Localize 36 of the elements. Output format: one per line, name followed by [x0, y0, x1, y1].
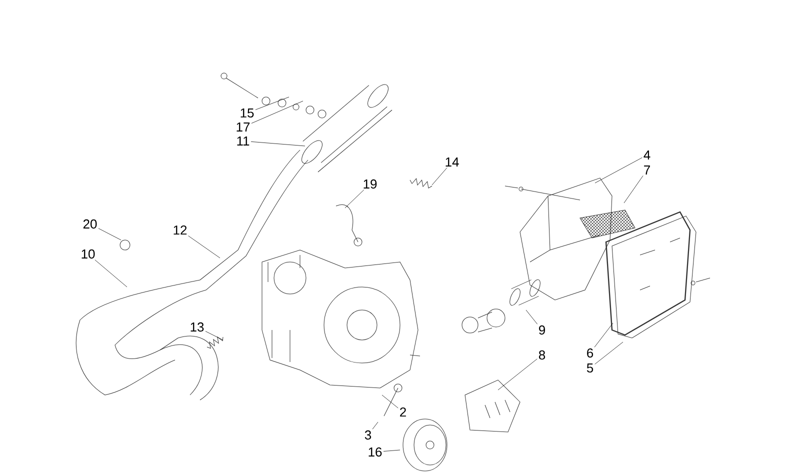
callout-number: 2: [400, 407, 406, 417]
leader-line: [372, 422, 378, 430]
leader-line: [382, 394, 398, 408]
callout-number: 14: [446, 158, 459, 166]
leader-line: [251, 100, 304, 124]
leader-line: [594, 342, 624, 364]
leader-line: [594, 157, 642, 184]
callout-number: 5: [586, 363, 594, 373]
leader-line: [594, 322, 614, 348]
leader-line: [624, 176, 644, 204]
leader-line: [255, 96, 290, 110]
callout-number: 19: [364, 179, 377, 189]
callout-number: 7: [644, 166, 650, 174]
leader-line: [94, 260, 128, 288]
leader-line: [250, 141, 306, 146]
leader-line: [498, 358, 538, 390]
leader-line: [344, 190, 364, 208]
callout-number: 10: [82, 249, 95, 259]
callout-number: 16: [368, 447, 382, 457]
callout-number: 12: [174, 225, 187, 235]
callout-number: 15: [240, 108, 254, 118]
callout-number: 11: [237, 136, 250, 146]
callout-number: 8: [538, 350, 546, 360]
callout-number: 20: [83, 219, 97, 229]
callout-number: 9: [539, 325, 545, 335]
leader-line: [188, 236, 220, 258]
leader-line: [383, 450, 400, 452]
callout-number: 3: [364, 430, 372, 440]
leader-line: [205, 331, 224, 340]
leader-line: [526, 310, 538, 324]
callout-number: 17: [236, 122, 250, 132]
callout-number: 6: [587, 348, 594, 358]
leader-line: [432, 168, 448, 186]
callout-number: 13: [190, 322, 204, 332]
leader-line: [98, 228, 122, 240]
callout-number: 4: [644, 150, 650, 160]
